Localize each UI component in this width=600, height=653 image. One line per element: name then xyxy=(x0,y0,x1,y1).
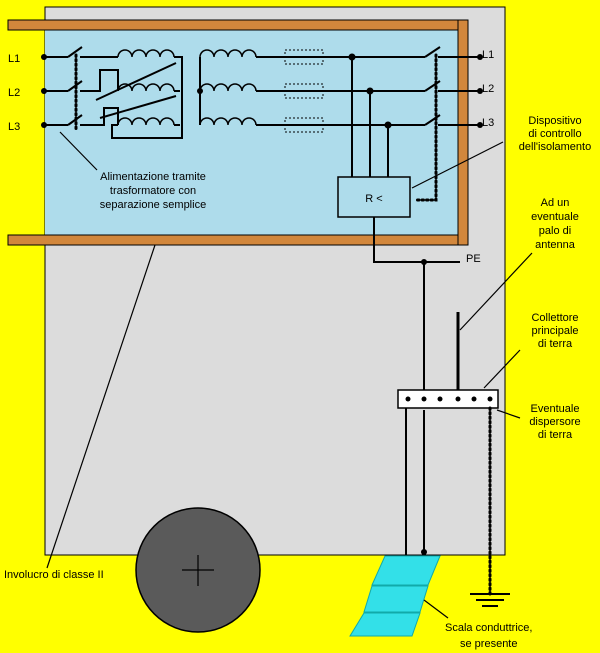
transformer-secondary xyxy=(197,49,285,126)
input-switch xyxy=(67,46,94,132)
involucro-label: Involucro di classe II xyxy=(4,569,104,581)
left-label-l3: L3 xyxy=(8,121,20,133)
earth-electrode xyxy=(470,406,510,607)
right-phase-labels: L1 L2 L3 xyxy=(482,49,494,129)
dispersore-line-3: di terra xyxy=(538,429,573,441)
palo-line-3: palo di xyxy=(539,225,571,237)
left-phase-labels: L1 L2 L3 xyxy=(8,53,20,133)
dispersore-line-2: dispersore xyxy=(529,416,580,428)
dispersore-line-1: Eventuale xyxy=(531,403,580,415)
palo-line-4: antenna xyxy=(535,239,576,251)
alimentazione-line-1: Alimentazione tramite xyxy=(100,171,206,183)
output-lines xyxy=(323,53,412,177)
dispositivo-line-1: Dispositivo xyxy=(528,115,581,127)
collettore-line-3: di terra xyxy=(538,338,573,350)
right-label-l1: L1 xyxy=(482,49,494,61)
scala-line-2: se presente xyxy=(460,638,517,650)
alimentazione-line-2: trasformatore con xyxy=(110,185,196,197)
collettore-annotation: Collettore principale di terra xyxy=(531,312,578,350)
palo-annotation: Ad un eventuale palo di antenna xyxy=(531,197,579,251)
palo-line-2: eventuale xyxy=(531,211,579,223)
alimentazione-line-3: separazione semplice xyxy=(100,199,206,211)
scala-annotation: Scala conduttrice, se presente xyxy=(445,622,532,650)
left-terminals xyxy=(41,54,68,128)
dispositivo-line-2: di controllo xyxy=(528,128,581,140)
output-switch xyxy=(412,46,483,202)
conductive-ladder xyxy=(349,555,441,637)
left-label-l1: L1 xyxy=(8,53,20,65)
pe-label: PE xyxy=(466,253,481,265)
palo-line-1: Ad un xyxy=(541,197,570,209)
right-label-l3: L3 xyxy=(482,117,494,129)
leader-lines xyxy=(46,131,533,619)
relay-label: R < xyxy=(365,193,382,205)
wheel xyxy=(135,507,261,633)
dispositivo-line-3: dell'isolamento xyxy=(519,141,591,153)
earth-collector xyxy=(397,389,499,409)
transformer-primary xyxy=(94,49,183,139)
pe-conductor xyxy=(373,217,460,560)
dispersore-annotation: Eventuale dispersore di terra xyxy=(529,403,580,441)
panel-frame xyxy=(7,19,469,246)
alimentazione-annotation: Alimentazione tramite trasformatore con … xyxy=(100,171,206,211)
right-label-l2: L2 xyxy=(482,83,494,95)
collettore-line-2: principale xyxy=(531,325,578,337)
scala-line-1: Scala conduttrice, xyxy=(445,622,532,634)
dispositivo-annotation: Dispositivo di controllo dell'isolamento xyxy=(519,115,591,153)
collettore-line-1: Collettore xyxy=(531,312,578,324)
left-label-l2: L2 xyxy=(8,87,20,99)
relay-box xyxy=(337,176,411,218)
